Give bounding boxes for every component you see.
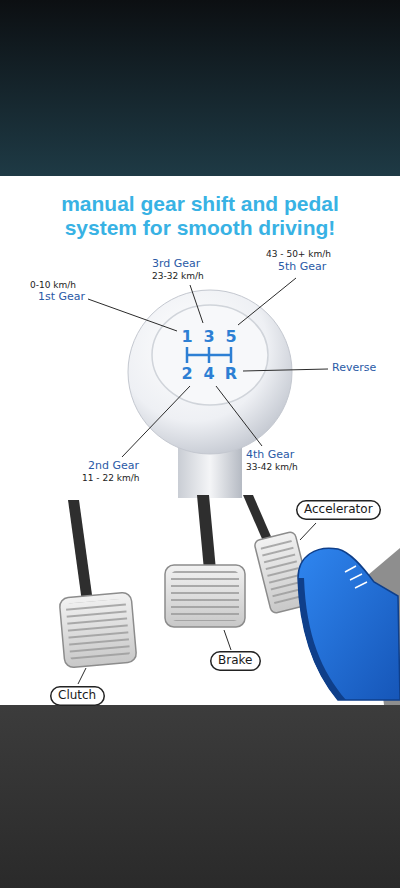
shift-pattern-slot [230, 347, 233, 363]
pedal-grooves [66, 598, 131, 661]
gear-name: 3rd Gear [152, 258, 200, 271]
leader-lines [78, 523, 316, 684]
shoe-sole [298, 578, 346, 700]
gear-name: 4th Gear [246, 449, 294, 462]
leader-line [216, 386, 262, 446]
pedal-pad [165, 565, 245, 627]
shift-digit: 3 [203, 328, 214, 346]
bottom-band [0, 705, 400, 888]
shoe-laces [345, 566, 367, 588]
shoe-lace [350, 574, 362, 580]
pedal-name: Clutch [58, 689, 97, 703]
brake-pedal [165, 565, 245, 627]
shift-digit: 2 [181, 365, 192, 383]
shift-pattern-slot [186, 347, 189, 363]
shift-digit: 1 [181, 328, 192, 346]
leader-line [190, 285, 203, 323]
oval-shape [297, 501, 381, 520]
shift-digit: 5 [225, 328, 236, 346]
pedal-label-oval: Accelerator [296, 500, 381, 520]
title: manual gear shift and pedal system for s… [30, 192, 370, 239]
pedal-arm [197, 495, 216, 570]
gear-name: 1st Gear [38, 291, 85, 304]
leader-line [300, 523, 316, 540]
speed-range: 11 - 22 km/h [82, 473, 139, 483]
pedal-grooves [171, 571, 239, 621]
pedal-name: Brake [218, 654, 253, 668]
gear-knob [128, 290, 292, 454]
leader-line [238, 278, 296, 325]
leader-lines [88, 278, 328, 457]
knob-top-face [152, 305, 268, 405]
leader-line [122, 386, 190, 457]
pedal-label-oval: Clutch [50, 686, 105, 706]
pedal-label-oval: Brake [210, 651, 261, 671]
oval-shape [51, 687, 105, 706]
top-band [0, 0, 400, 176]
speed-range: 33-42 km/h [246, 462, 298, 472]
pedal-pad [59, 592, 137, 668]
leader-line [243, 369, 328, 371]
shift-pattern-slot [208, 347, 211, 363]
shift-pattern [187, 347, 231, 363]
pedal-name: Accelerator [304, 503, 373, 517]
shift-digit: R [225, 365, 237, 383]
leader-line [88, 299, 177, 331]
oval-shape [211, 652, 261, 671]
speed-range: 23-32 km/h [152, 271, 204, 281]
shoe-lace [355, 582, 367, 588]
shoe [298, 548, 400, 700]
leader-line [224, 630, 231, 650]
speed-range: 0-10 km/h [30, 280, 76, 290]
gear-name: 2nd Gear [88, 460, 139, 473]
speed-range: 43 - 50+ km/h [266, 249, 331, 259]
gear-name: 5th Gear [278, 261, 326, 274]
clutch-pedal [59, 592, 137, 668]
gear-name: Reverse [332, 362, 376, 375]
shift-digit: 4 [203, 365, 214, 383]
pedal-arm [68, 500, 93, 602]
leader-line [78, 668, 86, 684]
shoe-lace [345, 566, 356, 572]
